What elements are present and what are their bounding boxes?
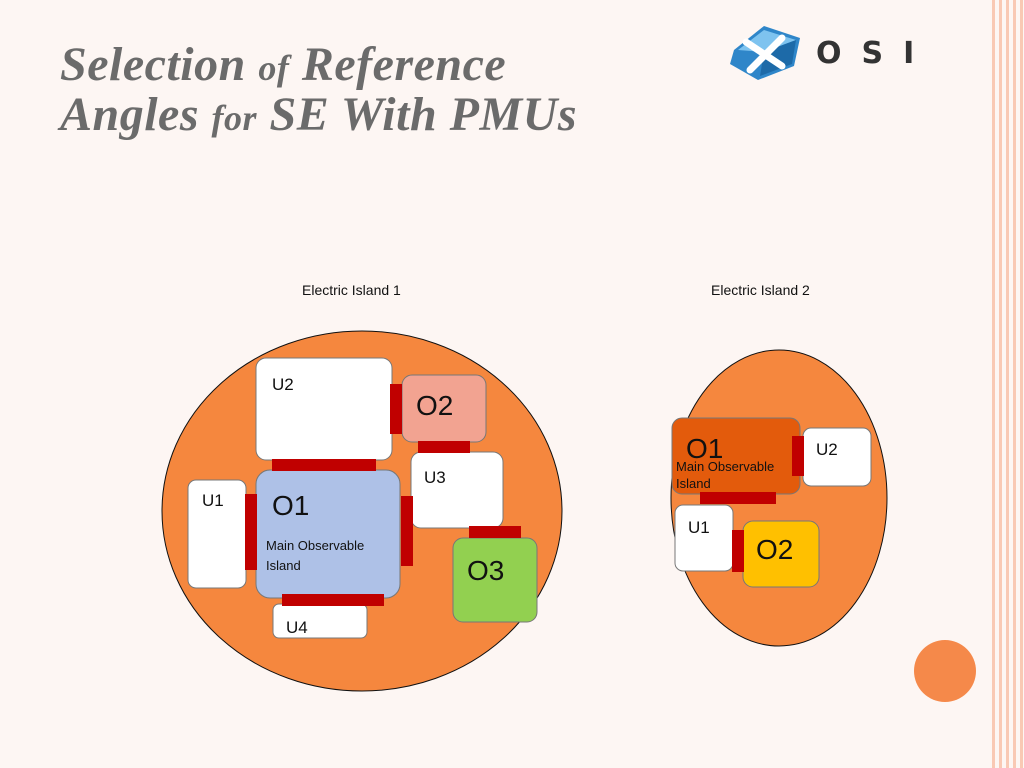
title-line-2: Angles for SE With PMUs <box>60 90 760 140</box>
island2-o1-label: O1 <box>686 433 723 464</box>
title-word: Selection <box>60 38 246 91</box>
title-word: PMUs <box>449 88 577 142</box>
island2-o1-subtitle-1: Main Observable <box>676 459 774 474</box>
island2-u2-label: U2 <box>816 440 838 459</box>
title-word: SE <box>269 88 330 142</box>
island2-u1-label: U1 <box>688 518 710 537</box>
logo-wordmark: OSI <box>816 36 935 71</box>
connector <box>401 496 413 566</box>
slide-title: Selection of Reference Angles for SE Wit… <box>60 38 760 141</box>
title-word: Angles <box>60 88 200 142</box>
connector <box>700 492 776 504</box>
connector <box>469 526 521 538</box>
decorative-circle <box>914 640 976 702</box>
connector <box>245 494 257 570</box>
island1-o2-label: O2 <box>416 390 453 421</box>
connector <box>418 441 470 453</box>
island-1-label: Electric Island 1 <box>302 282 401 298</box>
island1-o1-subtitle-1: Main Observable <box>266 538 364 553</box>
decorative-stripes <box>978 0 1024 768</box>
osi-logo-icon <box>730 26 800 80</box>
title-word: for <box>211 98 258 139</box>
island2-u1-box <box>674 504 734 572</box>
island1-u3-box <box>410 451 504 529</box>
connector <box>390 384 402 434</box>
title-line-1: Selection of Reference <box>60 38 760 91</box>
island1-o1-label: O1 <box>272 490 309 521</box>
title-word: With <box>340 88 438 142</box>
connector <box>792 436 804 476</box>
island1-u2-label: U2 <box>272 375 294 394</box>
connector <box>272 459 376 471</box>
connector <box>732 530 744 572</box>
island1-u2-box <box>255 357 393 461</box>
island1-u3-label: U3 <box>424 468 446 487</box>
island1-o3-label: O3 <box>467 555 504 586</box>
island-2-label: Electric Island 2 <box>711 282 810 298</box>
island1-o1-subtitle-2: Island <box>266 558 301 573</box>
title-word: Reference <box>301 38 507 91</box>
island1-u1-label: U1 <box>202 491 224 510</box>
island2-o2-label: O2 <box>756 534 793 565</box>
island2-o1-subtitle-2: Island <box>676 476 711 491</box>
title-word: of <box>258 48 290 88</box>
connector <box>282 594 384 606</box>
island1-u4-label: U4 <box>286 618 308 637</box>
